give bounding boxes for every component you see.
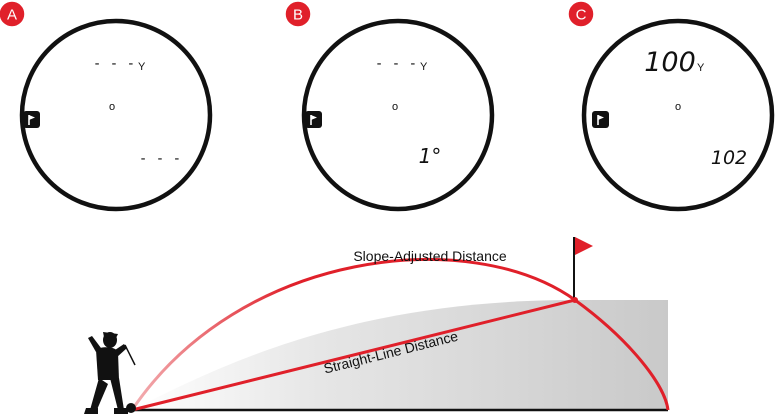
slope-distance-readout: 102	[711, 147, 747, 169]
distance-readout: 100	[644, 47, 696, 78]
slope-diagram: Slope-Adjusted Distance Straight-Line Di…	[84, 237, 670, 414]
badge-label: B	[293, 7, 303, 24]
flag-mode-icon	[305, 111, 322, 128]
golf-ball-icon	[126, 403, 136, 413]
secondary-readout: - - -	[139, 151, 181, 167]
badge-label: A	[7, 7, 17, 24]
slope-adjusted-label: Slope-Adjusted Distance	[353, 248, 507, 264]
badge-b: B	[284, 0, 312, 28]
viewfinder-ring	[581, 18, 775, 212]
badge-a: A	[0, 0, 26, 28]
viewfinder-ring	[301, 18, 495, 212]
reticle: o	[675, 101, 681, 113]
unit-label: Y	[138, 61, 146, 73]
flag-mode-icon	[592, 111, 609, 128]
unit-label: Y	[697, 62, 705, 74]
reticle: o	[392, 101, 398, 113]
viewfinder-b: B - - - Y o 1°	[284, 0, 495, 212]
slope-adjusted-arc	[130, 258, 670, 411]
viewfinder-c: C 100 Y o 102	[567, 0, 775, 212]
viewfinder-a: A - - - Y o - - -	[0, 0, 213, 212]
reticle: o	[109, 101, 115, 113]
straight-line	[131, 298, 576, 412]
distance-readout: - - -	[93, 56, 135, 72]
badge-c: C	[567, 0, 595, 28]
flag-mode-icon	[23, 111, 40, 128]
golfer-icon	[84, 332, 136, 414]
hill-slope	[132, 300, 668, 410]
viewfinder-ring	[19, 18, 213, 212]
distance-readout: - - -	[375, 56, 417, 72]
angle-readout: 1°	[419, 144, 442, 168]
badge-label: C	[576, 7, 587, 24]
unit-label: Y	[420, 61, 428, 73]
pin-flag-icon	[572, 237, 593, 303]
